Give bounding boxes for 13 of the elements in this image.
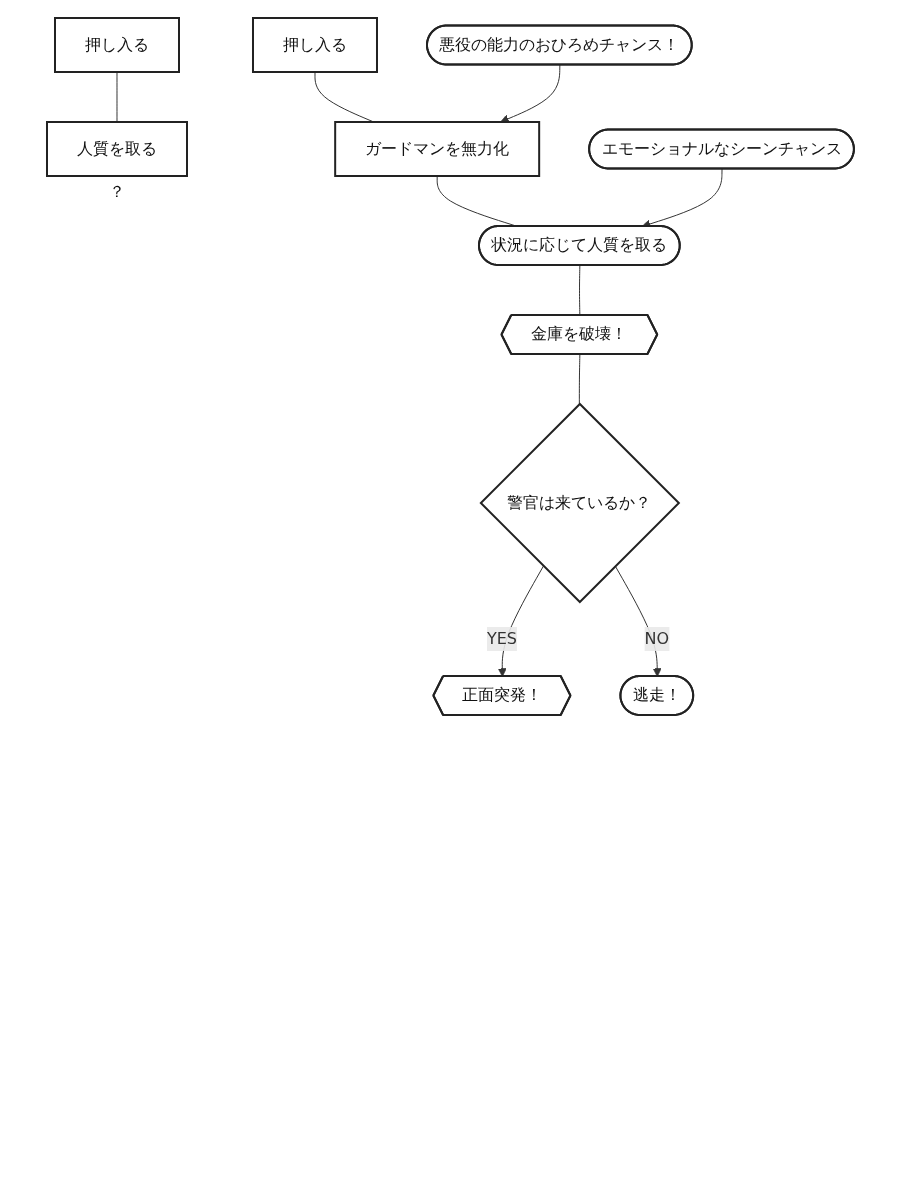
node-box: 人質を取る	[45, 121, 188, 177]
arrow	[499, 64, 560, 123]
connector	[116, 71, 118, 123]
node-diamond: 警官は来ているか？	[479, 402, 680, 604]
node-box: 押し入る	[251, 17, 378, 73]
side-note: ？	[108, 182, 125, 203]
node-box: 押し入る	[53, 17, 180, 73]
connector	[578, 265, 580, 316]
edge-label: YES	[486, 628, 517, 648]
edge-label: NO	[644, 628, 669, 648]
connector	[314, 71, 374, 123]
node-box: ガードマンを無力化	[333, 121, 540, 177]
connector	[578, 354, 580, 405]
